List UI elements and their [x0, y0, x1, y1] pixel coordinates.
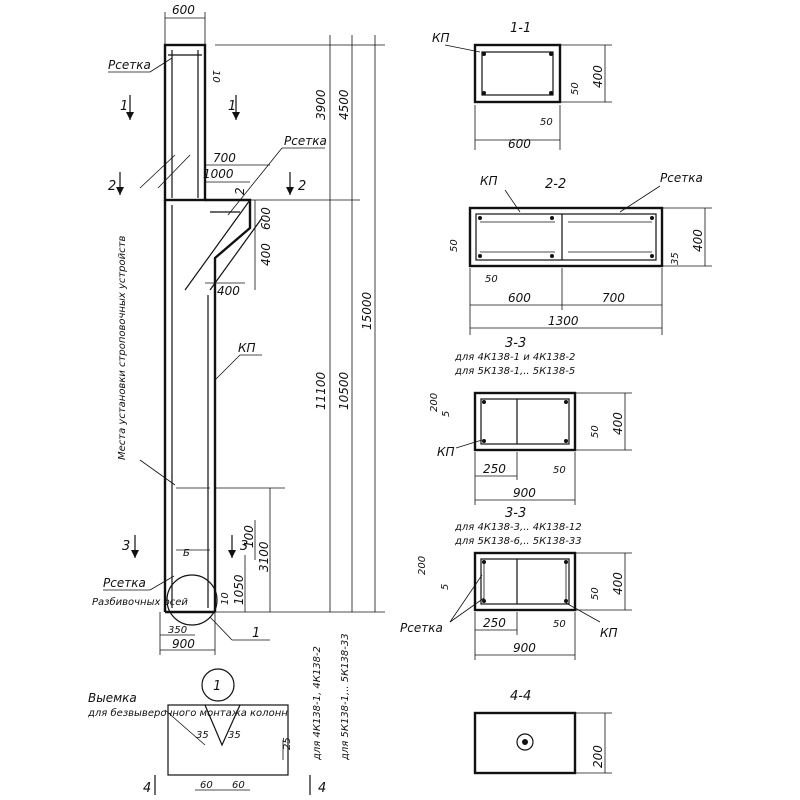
- label-mounting: Места установки строповочных устройств: [117, 236, 128, 460]
- s22-title: 2-2: [545, 177, 566, 192]
- mark-b: Б: [183, 548, 190, 559]
- dim-4500: 4500: [337, 89, 351, 120]
- s22-dim-1300: 1300: [548, 314, 579, 328]
- cut-2-right: 2: [298, 179, 306, 194]
- section-4-4: 4-4 200: [473, 689, 612, 775]
- dim-400-corbel: 400: [259, 243, 273, 266]
- label-rsetka-corbel: Рсетка: [284, 134, 327, 148]
- label-axes: Разбивочных осей: [92, 596, 188, 608]
- dim-600-corbel: 600: [259, 207, 273, 230]
- s22-dim-35: 35: [670, 252, 681, 265]
- s33b-dim-50: 50: [590, 587, 601, 600]
- s33b-rsetka: Рсетка: [400, 621, 443, 635]
- s33b-title: 3-3: [505, 506, 526, 521]
- s33a-dim-50b: 50: [553, 465, 566, 476]
- s33a-kp: КП: [437, 445, 455, 459]
- dim-10500: 10500: [337, 371, 351, 410]
- cut-1-right: 1: [228, 99, 236, 114]
- dim-15000: 15000: [360, 291, 374, 330]
- s22-dim-50: 50: [449, 239, 460, 252]
- dim-10-bottom: 10: [220, 592, 231, 605]
- s22-rsetka: Рсетка: [660, 171, 703, 185]
- label-kp-elev: КП: [238, 341, 256, 355]
- dim-1000: 1000: [203, 167, 234, 181]
- dim-10-top: 10: [210, 70, 221, 83]
- dim-700: 700: [213, 151, 236, 165]
- cut-1-left: 1: [120, 99, 128, 114]
- series-b: для 5К138-1,.. 5К138-33: [340, 633, 351, 761]
- s11-dim-600: 600: [508, 137, 531, 151]
- dim-top-width: 600: [172, 3, 195, 17]
- s11-dim-50b: 50: [540, 117, 553, 128]
- s44-title: 4-4: [510, 689, 531, 704]
- s33b-dim-200: 200: [417, 556, 428, 575]
- s33a-title: 3-3: [505, 336, 526, 351]
- dim-3900: 3900: [314, 89, 328, 120]
- dim-350: 350: [168, 625, 187, 636]
- label-rsetka-top: Рсетка: [108, 58, 151, 72]
- s33a-dim-250: 250: [483, 462, 506, 476]
- s33a-dim-50: 50: [590, 425, 601, 438]
- s33b-note2: для 5К138-6,.. 5К138-33: [454, 536, 582, 547]
- s44-dim-200: 200: [591, 745, 605, 768]
- series-a: для 4К138-1, 4К138-2: [312, 646, 323, 761]
- dim-1050: 1050: [232, 574, 246, 605]
- section-2-2: 2-2 КП Рсетка 50 50 35 400 600 700 1300: [449, 171, 712, 335]
- node-1-leader: 1: [252, 626, 260, 641]
- detail-recess: Выемка для безвыверочного монтажа колонн…: [87, 691, 326, 796]
- section-1-1: 1-1 КП 400 50 50 600: [432, 21, 612, 151]
- dim-60b: 60: [232, 780, 245, 791]
- s22-dim-50b: 50: [485, 274, 498, 285]
- dim-3100: 3100: [257, 541, 271, 572]
- dim-100: 100: [242, 525, 256, 548]
- s33b-dim-900: 900: [513, 641, 536, 655]
- column-elevation: 600 10 700 1000 2 600 400 400 Б: [92, 3, 385, 761]
- cut-2-left: 2: [108, 179, 116, 194]
- s22-dim-400: 400: [691, 229, 705, 252]
- cut-3-right: 3: [240, 539, 248, 554]
- s33b-dim-400: 400: [611, 572, 625, 595]
- s33a-dim-900: 900: [513, 486, 536, 500]
- cut-3-left: 3: [122, 539, 130, 554]
- corbel-tag: 2: [233, 187, 247, 195]
- label-rsetka-bottom: Рсетка: [103, 576, 146, 590]
- s33b-kp: КП: [600, 626, 618, 640]
- s33a-note1: для 4К138-1 и 4К138-2: [454, 352, 575, 363]
- detail-title: Выемка: [88, 691, 137, 705]
- s33a-dim-5: 5: [441, 411, 452, 417]
- section-3-3-a: 3-3 для 4К138-1 и 4К138-2 для 5К138-1,..…: [429, 336, 632, 505]
- s33b-dim-250: 250: [483, 616, 506, 630]
- s11-title: 1-1: [510, 21, 531, 36]
- dim-25: 25: [282, 737, 293, 750]
- cut-4-left: 4: [143, 781, 151, 796]
- dim-11100: 11100: [314, 371, 328, 410]
- detail-note: для безвыверочного монтажа колонн: [87, 707, 288, 719]
- dim-35b: 35: [228, 730, 241, 741]
- s33b-dim-50b: 50: [553, 619, 566, 630]
- s33a-dim-200: 200: [429, 393, 440, 412]
- s33b-note1: для 4К138-3,.. 4К138-12: [454, 522, 582, 533]
- dim-400-shaft: 400: [217, 284, 240, 298]
- s11-dim-400: 400: [591, 65, 605, 88]
- cut-4-right: 4: [318, 781, 326, 796]
- node-1-label: 1: [213, 679, 221, 694]
- s33a-note2: для 5К138-1,.. 5К138-5: [454, 366, 575, 377]
- dim-35a: 35: [196, 730, 209, 741]
- s11-kp: КП: [432, 31, 450, 45]
- dim-60a: 60: [200, 780, 213, 791]
- s22-dim-600: 600: [508, 291, 531, 305]
- section-3-3-b: 3-3 для 4К138-3,.. 4К138-12 для 5К138-6,…: [400, 506, 632, 660]
- s11-dim-50a: 50: [570, 82, 581, 95]
- s22-kp: КП: [480, 174, 498, 188]
- dim-base-900: 900: [172, 637, 195, 651]
- s33a-dim-400: 400: [611, 412, 625, 435]
- s33b-dim-5: 5: [440, 584, 451, 590]
- s22-dim-700: 700: [602, 291, 625, 305]
